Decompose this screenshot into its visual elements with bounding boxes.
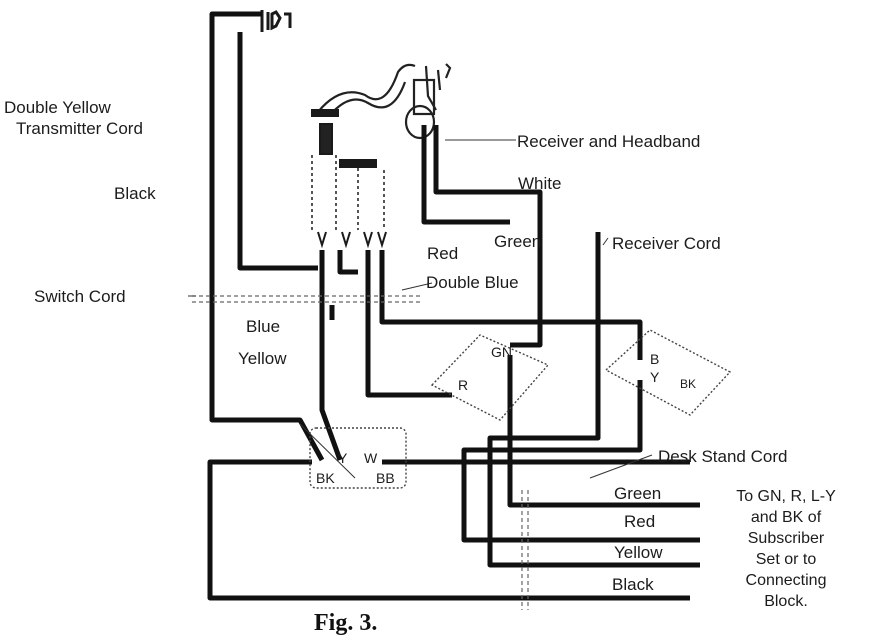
black-out-label: Black <box>612 575 654 594</box>
receiver-cord-label: Receiver Cord <box>612 234 721 253</box>
switch-cord-lines <box>192 295 529 610</box>
terminal-r: R <box>458 377 469 393</box>
terminal-right-y: Y <box>650 369 660 385</box>
terminal-bb: BB <box>376 470 395 486</box>
connection-note-line: To GN, R, L-Y <box>736 488 836 505</box>
transmitter-icon <box>260 10 292 32</box>
terminal-right-bk: BK <box>680 377 697 391</box>
leader-lines <box>188 139 653 479</box>
terminal-y: Y <box>338 450 348 466</box>
white-wire-label: White <box>518 174 562 193</box>
desk-stand-cord-label: Desk Stand Cord <box>658 447 788 466</box>
connection-note-line: and BK of <box>750 509 822 526</box>
black-wire-label: Black <box>114 184 156 203</box>
transmitter-cord-label: Transmitter Cord <box>16 119 143 138</box>
connection-note-line: Set or to <box>755 551 817 568</box>
green-wire-label: Green <box>494 232 542 251</box>
terminal-right-b: B <box>650 351 660 367</box>
terminal-blocks <box>309 329 732 489</box>
terminal-w: W <box>364 450 378 466</box>
yellow-out-label: Yellow <box>614 543 663 562</box>
switch-hook-icon <box>311 109 387 249</box>
double-blue-label: Double Blue <box>426 273 519 292</box>
receiver-icon <box>317 63 452 140</box>
green-out-label: Green <box>614 484 662 503</box>
terminal-gn: GN <box>491 344 512 360</box>
receiver-headband-label: Receiver and Headband <box>517 132 701 151</box>
figure-caption: Fig. 3. <box>314 610 378 636</box>
yellow-wire-label: Yellow <box>238 349 287 368</box>
red-wire-label: Red <box>427 244 459 263</box>
wires <box>207 11 700 601</box>
switch-cord-label: Switch Cord <box>34 287 126 306</box>
blue-wire-label: Blue <box>246 317 281 336</box>
red-out-label: Red <box>624 512 656 531</box>
connection-note-line: Subscriber <box>747 530 825 547</box>
double-yellow-label: Double Yellow <box>4 98 111 117</box>
connection-note-line: Block. <box>764 593 808 610</box>
connection-note-line: Connecting <box>745 572 827 589</box>
terminal-bk: BK <box>316 470 335 486</box>
connection-note: To GN, R, L-Y and BK of Subscriber Set o… <box>712 486 860 612</box>
